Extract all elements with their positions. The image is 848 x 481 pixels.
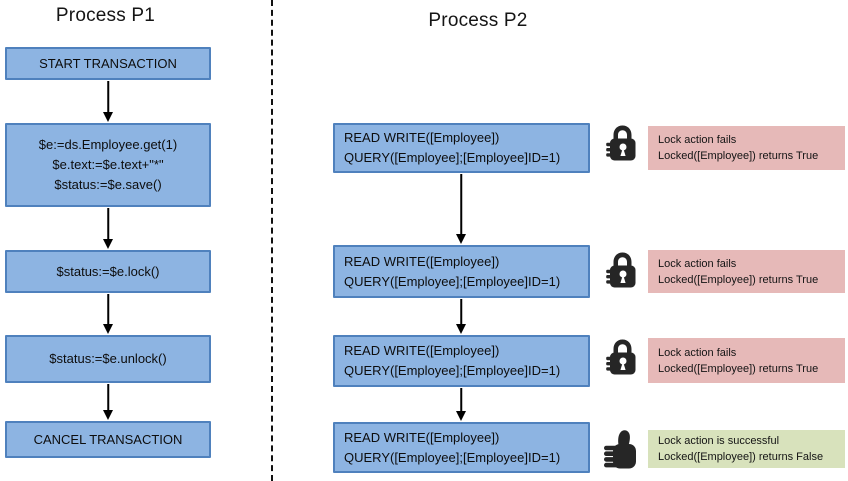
node-text: READ WRITE([Employee])	[344, 429, 500, 445]
note-text: Locked([Employee]) returns True	[658, 150, 819, 162]
node-text: READ WRITE([Employee])	[344, 130, 500, 145]
lock-icon	[604, 124, 641, 163]
p1-step-start-transaction: START TRANSACTION	[5, 47, 211, 80]
note-text: Locked([Employee]) returns False	[658, 451, 824, 463]
node-text: QUERY([Employee];[Employee]ID=1)	[344, 273, 561, 289]
node-text: READ WRITE([Employee])	[344, 253, 500, 269]
node-text: START TRANSACTION	[39, 55, 177, 71]
p2-step-4: READ WRITE([Employee]) QUERY([Employee];…	[333, 422, 590, 473]
p2-step-2: READ WRITE([Employee]) QUERY([Employee];…	[333, 245, 590, 298]
note-lock-fails-1: Lock action fails Locked([Employee]) ret…	[648, 126, 845, 170]
node-text: $e:=ds.Employee.get(1)	[38, 137, 178, 152]
node-text: $status:=$e.lock()	[56, 263, 160, 279]
arrow-down-icon	[455, 299, 467, 334]
arrow-down-icon	[455, 174, 467, 244]
p2-step-1: READ WRITE([Employee]) QUERY([Employee];…	[333, 123, 590, 173]
node-text: $e.text:=$e.text+"*"	[52, 157, 164, 172]
note-lock-fails-2: Lock action fails Locked([Employee]) ret…	[648, 250, 845, 293]
note-text: Locked([Employee]) returns True	[658, 273, 819, 286]
p1-step-cancel-transaction: CANCEL TRANSACTION	[5, 421, 211, 458]
arrow-down-icon	[455, 388, 467, 421]
p1-step-lock: $status:=$e.lock()	[5, 250, 211, 293]
arrow-down-icon	[102, 81, 114, 122]
p2-step-3: READ WRITE([Employee]) QUERY([Employee];…	[333, 335, 590, 387]
node-text: QUERY([Employee];[Employee]ID=1)	[344, 449, 561, 465]
process-divider	[271, 0, 273, 481]
note-text: Locked([Employee]) returns True	[658, 362, 819, 375]
node-text: $status:=$e.save()	[54, 177, 162, 192]
process-p1-title: Process P1	[55, 5, 156, 26]
arrow-down-icon	[102, 208, 114, 249]
node-text: QUERY([Employee];[Employee]ID=1)	[344, 150, 561, 165]
arrow-down-icon	[102, 384, 114, 420]
note-lock-successful: Lock action is successful Locked([Employ…	[648, 430, 845, 468]
note-text: Lock action fails	[658, 346, 737, 359]
node-text: $status:=$e.unlock()	[49, 351, 167, 366]
lock-icon	[604, 251, 641, 290]
thumbs-up-icon	[602, 427, 639, 471]
node-text: CANCEL TRANSACTION	[33, 431, 183, 447]
node-text: QUERY([Employee];[Employee]ID=1)	[344, 363, 561, 378]
process-p2-title: Process P2	[428, 10, 528, 31]
note-lock-fails-3: Lock action fails Locked([Employee]) ret…	[648, 338, 845, 383]
p1-step-get-save: $e:=ds.Employee.get(1) $e.text:=$e.text+…	[5, 123, 211, 207]
node-text: READ WRITE([Employee])	[344, 343, 500, 358]
arrow-down-icon	[102, 294, 114, 334]
lock-icon	[604, 338, 641, 377]
note-text: Lock action fails	[658, 257, 737, 270]
note-text: Lock action is successful	[658, 435, 780, 447]
note-text: Lock action fails	[658, 134, 737, 146]
p1-step-unlock: $status:=$e.unlock()	[5, 335, 211, 383]
